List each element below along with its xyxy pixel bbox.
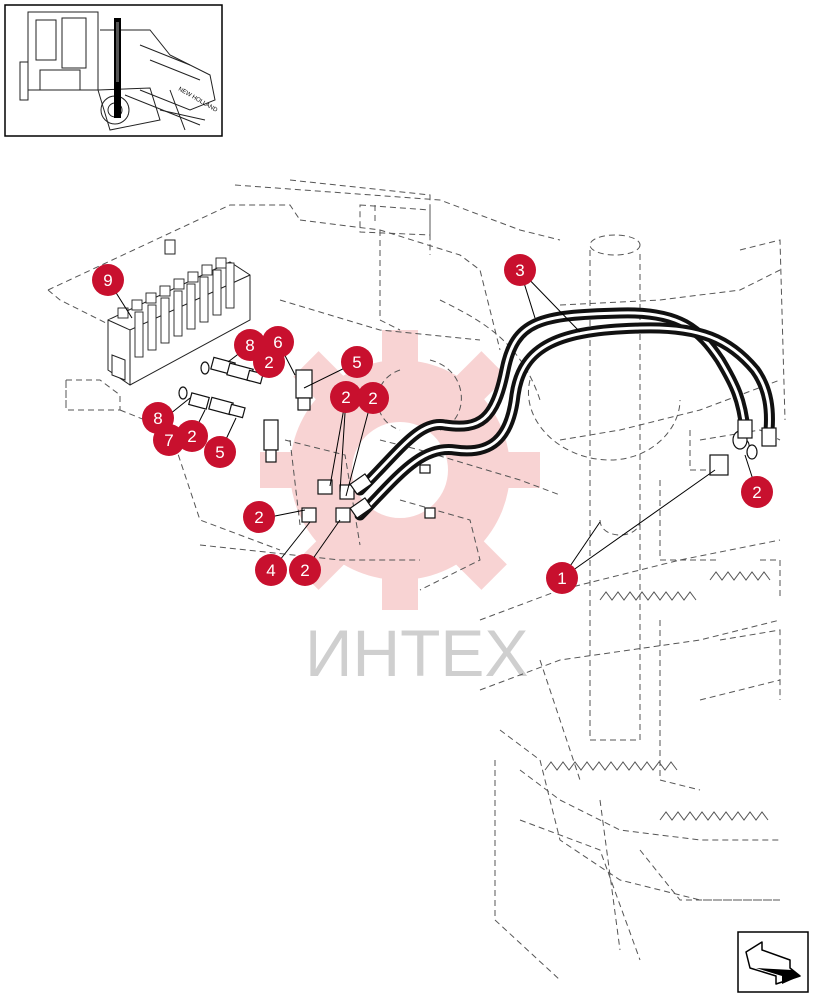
callout-label: 2	[300, 561, 309, 580]
callout-label: 3	[515, 261, 524, 280]
callout-label: 7	[164, 431, 173, 450]
callout-label: 1	[557, 569, 566, 588]
callout-label: 5	[352, 353, 361, 372]
callout-label: 9	[103, 271, 112, 290]
callout-item-5[interactable]: 5	[341, 346, 373, 378]
callout-item-2[interactable]: 2	[741, 476, 773, 508]
hydraulic-hoses	[349, 307, 777, 521]
callout-item-5[interactable]: 5	[204, 436, 236, 468]
machine-outline	[47, 179, 786, 981]
callout-item-4[interactable]: 4	[255, 554, 287, 586]
callout-item-2[interactable]: 2	[253, 346, 285, 378]
callout-label: 8	[153, 409, 162, 428]
watermark: ИНТЕХ	[260, 330, 540, 690]
callout-label: 4	[266, 561, 275, 580]
callout-item-2[interactable]: 2	[243, 501, 275, 533]
callout-item-1[interactable]: 1	[546, 562, 578, 594]
gear-teeth	[544, 571, 771, 821]
callout-label: 8	[245, 336, 254, 355]
callout-item-2[interactable]: 2	[176, 420, 208, 452]
callout-label: 2	[254, 508, 263, 527]
callout-label: 5	[215, 443, 224, 462]
control-valve-block	[107, 239, 251, 386]
callout-label: 2	[341, 388, 350, 407]
callout-item-2[interactable]: 2	[330, 381, 362, 413]
callout-item-3[interactable]: 3	[504, 254, 536, 286]
callout-label: 2	[187, 427, 196, 446]
callout-item-2[interactable]: 2	[289, 554, 321, 586]
callout-label: 2	[264, 353, 273, 372]
callout-label: 2	[368, 389, 377, 408]
callout-label: 6	[273, 333, 282, 352]
callout-item-8[interactable]: 8	[142, 402, 174, 434]
callout-label: 2	[752, 483, 761, 502]
callouts: 9 8 6 2 5 2 2 7	[92, 254, 773, 594]
callout-item-9[interactable]: 9	[92, 264, 124, 296]
thumbnail-inset: NEW HOLLAND	[4, 4, 223, 137]
callout-item-2[interactable]: 2	[357, 382, 389, 414]
next-page-arrow-icon[interactable]	[737, 931, 809, 993]
watermark-text: ИНТЕХ	[305, 616, 528, 690]
